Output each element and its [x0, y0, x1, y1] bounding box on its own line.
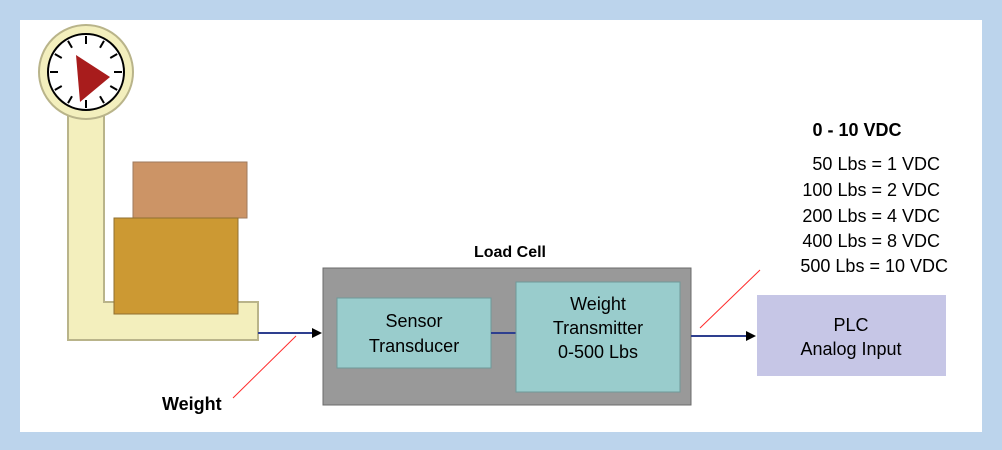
dial-tick — [99, 40, 105, 49]
package-bottom — [113, 217, 239, 315]
package-icon — [113, 161, 248, 315]
signal-title: 0 - 10 VDC — [812, 120, 901, 140]
transducer-label: Transducer — [369, 336, 459, 356]
transmitter-range: 0-500 Lbs — [558, 342, 638, 362]
plc-analog-input-label: Analog Input — [800, 339, 901, 359]
weight-pointer — [232, 335, 297, 399]
signal-row-4: 400 Lbs = 8 VDC — [802, 231, 940, 251]
dial-tick — [109, 53, 118, 59]
sensor-label: Sensor — [385, 311, 442, 331]
signal-pointer — [699, 269, 761, 329]
signal-row-2: 100 Lbs = 2 VDC — [802, 180, 940, 200]
plc-box — [757, 295, 946, 376]
dial-tick — [54, 85, 63, 91]
diagram-svg: Load Cell Sensor Transducer Weight Trans… — [38, 24, 948, 414]
transmitter-line2: Transmitter — [553, 318, 643, 338]
dial-tick — [109, 85, 118, 91]
transmitter-line1: Weight — [570, 294, 626, 314]
scale-icon — [38, 24, 259, 341]
load-cell-title: Load Cell — [474, 244, 546, 261]
sensor-transducer-box — [336, 297, 492, 369]
signal-row-3: 200 Lbs = 4 VDC — [802, 206, 940, 226]
dial-needle — [76, 55, 110, 102]
dial-tick — [99, 95, 105, 104]
dial-tick — [54, 53, 63, 59]
weight-transmitter-box — [515, 281, 681, 393]
diagram-canvas: Load Cell Sensor Transducer Weight Trans… — [20, 20, 982, 432]
dial-tick — [67, 95, 73, 104]
dial-icon — [38, 24, 134, 120]
signal-row-5: 500 Lbs = 10 VDC — [800, 256, 948, 276]
dial-tick — [67, 40, 73, 49]
plc-label: PLC — [833, 315, 868, 335]
package-top — [132, 161, 248, 219]
signal-row-1: 50 Lbs = 1 VDC — [812, 154, 940, 174]
weight-label: Weight — [162, 394, 222, 414]
dial-ticks — [50, 36, 122, 108]
